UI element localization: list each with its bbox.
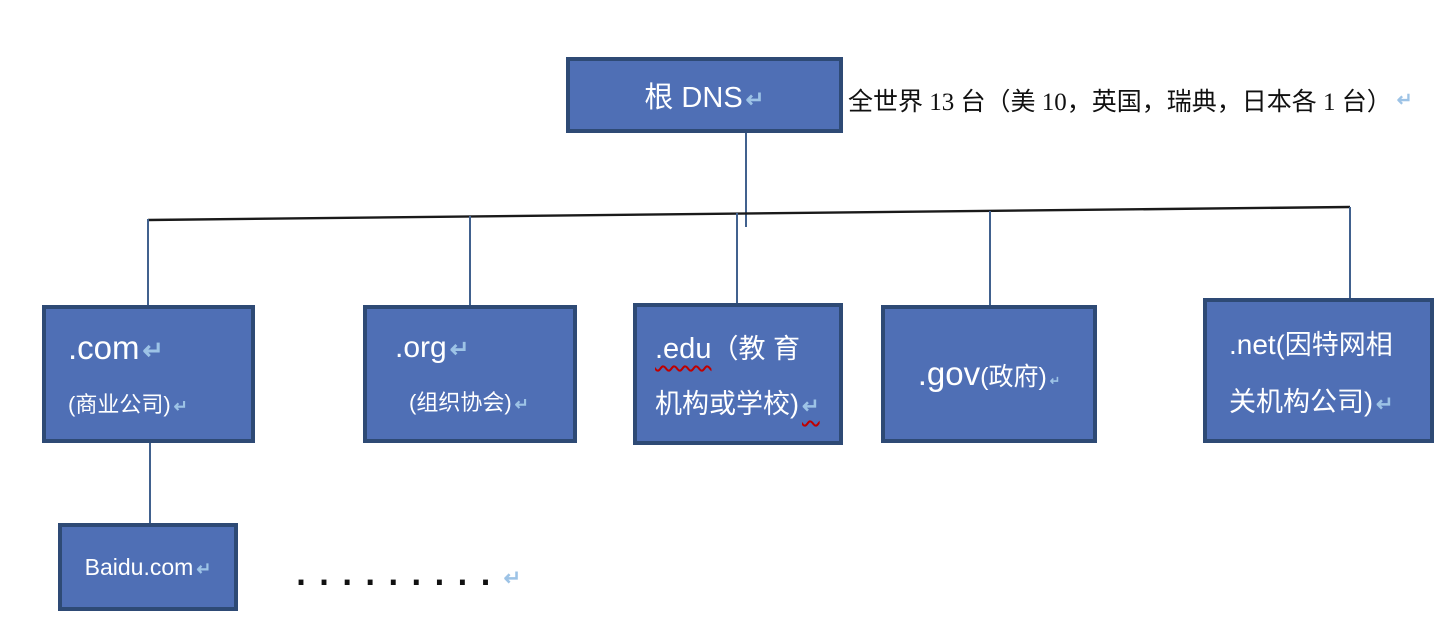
node-tld-com[interactable]: .com↵ (商业公司)↵ [42,305,255,443]
return-mark-icon: ↵ [196,558,212,579]
tld-net-description-line2: 关机构公司) [1229,386,1373,417]
tld-net-description-line1: (因特网相 [1275,329,1393,360]
tld-edu-description-line2: 机构或学校) [655,389,799,419]
tld-edu-description-line1: （教 育 [711,334,800,364]
tld-com-description: (商业公司) [68,392,171,417]
node-tld-net[interactable]: .net(因特网相 关机构公司)↵ [1203,298,1434,443]
return-mark-icon: ↵ [173,396,189,416]
return-mark-icon: ↵ [514,394,530,414]
root-dns-label: 根 DNS [644,82,743,114]
return-mark-icon: ↵ [1049,374,1061,388]
root-annotation: 全世界 13 台（美 10，英国，瑞典，日本各 1 台）↵ [848,82,1413,118]
tld-edu-label: .edu [655,333,712,365]
return-mark-icon: ↵ [142,337,165,365]
return-mark-icon: ↵ [745,87,765,112]
tld-org-label: .org [395,331,447,364]
return-mark-icon: ↵ [1396,89,1413,111]
baidu-com-label: Baidu.com [84,553,194,580]
return-mark-icon: ↵ [1376,392,1394,416]
root-annotation-text: 全世界 13 台（美 10，英国，瑞典，日本各 1 台） [848,89,1392,116]
return-mark-icon: ↵ [503,567,522,590]
node-tld-gov[interactable]: .gov(政府)↵ [881,305,1097,443]
node-root-dns[interactable]: 根 DNS↵ [566,57,843,133]
tld-gov-label: .gov [917,355,981,392]
node-tld-org[interactable]: .org↵ (组织协会)↵ [363,305,577,443]
tld-net-label: .net [1229,328,1276,360]
tld-gov-description: (政府) [980,363,1047,391]
tld-org-description: (组织协会) [409,390,512,415]
node-tld-edu[interactable]: .edu（教 育 机构或学校)↵ [633,303,843,445]
node-baidu-com[interactable]: Baidu.com↵ [58,523,238,611]
ellipsis-dots: ......... [292,558,500,593]
return-mark-icon: ↵ [449,336,470,362]
return-mark-icon: ↵ [802,395,820,418]
tld-com-label: .com [68,329,140,366]
ellipsis-placeholder: .........↵ [292,558,521,593]
